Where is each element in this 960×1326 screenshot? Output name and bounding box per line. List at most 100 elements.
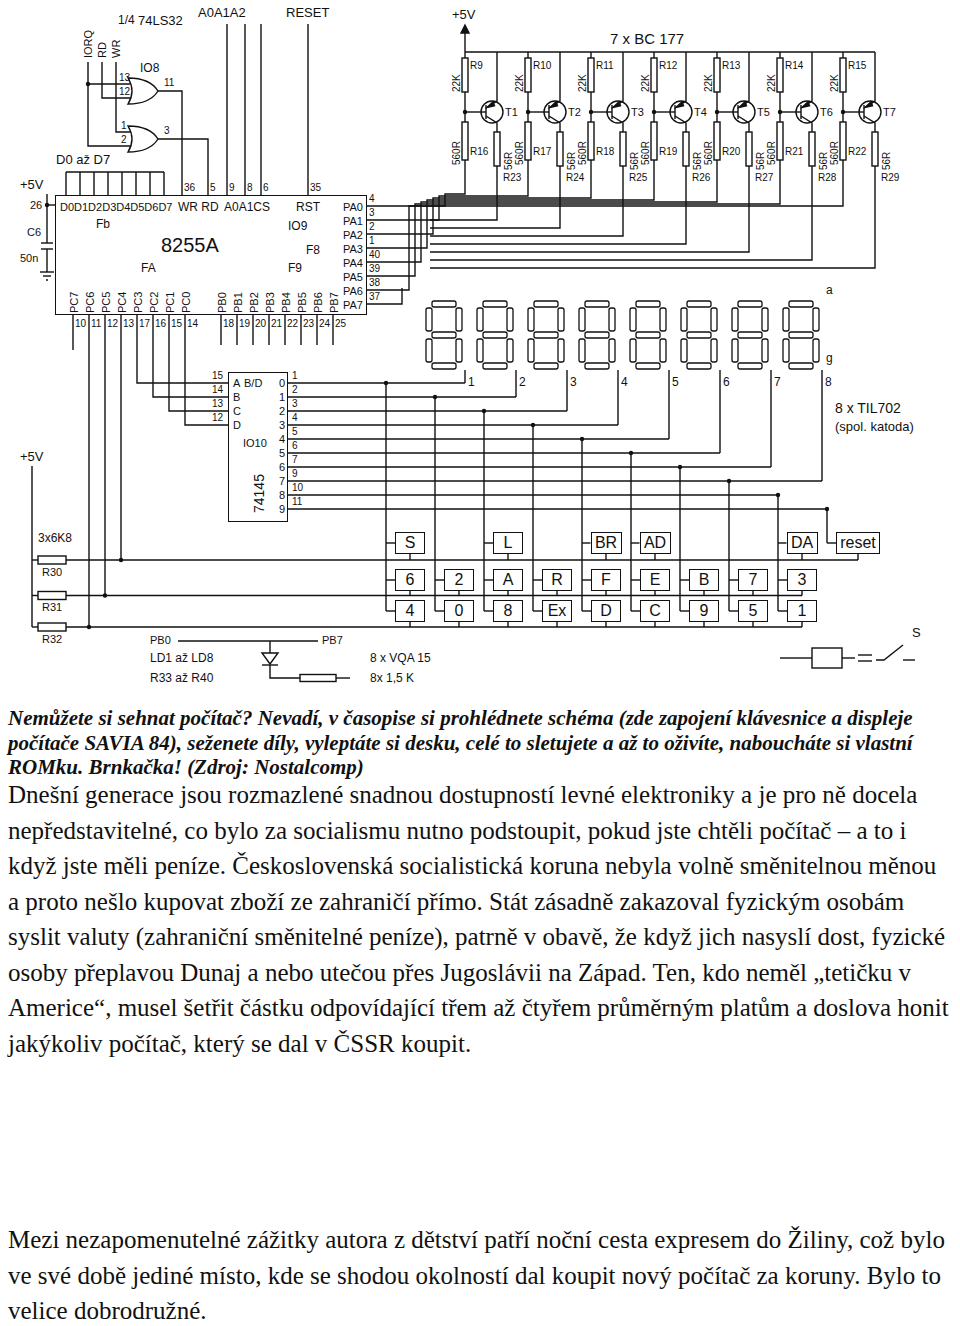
key-lead	[729, 610, 738, 611]
wire	[46, 194, 47, 243]
resistor-symbol	[872, 132, 878, 166]
pin-number: 11	[91, 318, 101, 330]
key-lead	[801, 591, 802, 596]
key-label: 5	[749, 602, 758, 620]
key-lead	[386, 579, 395, 580]
row-wire	[66, 626, 802, 627]
resistor-symbol	[462, 58, 468, 92]
pin-name: Fb	[96, 218, 110, 232]
pin-name: PA3	[343, 243, 363, 256]
display-segment	[762, 339, 768, 362]
resistor-symbol	[557, 132, 563, 166]
wire	[270, 665, 300, 678]
wire	[116, 62, 132, 132]
key-lead	[778, 579, 787, 580]
part-value: 56R	[818, 152, 829, 170]
switch-symbol	[876, 645, 903, 660]
resistor-symbol	[38, 556, 66, 564]
cathode-wire	[515, 370, 516, 397]
pin-name: 74145	[251, 474, 267, 513]
key-button: 2	[444, 569, 474, 591]
pin-name: PC2	[148, 292, 161, 313]
display-segment	[534, 332, 558, 338]
wire	[120, 315, 121, 560]
signal-name: PB7	[322, 634, 343, 647]
or-gate-symbol	[128, 126, 158, 152]
column-wire	[288, 480, 822, 481]
wire	[590, 92, 591, 122]
key-lead	[484, 542, 493, 543]
key-button: 8	[493, 600, 523, 622]
junction-dot	[86, 82, 90, 86]
wire	[316, 315, 317, 345]
key-lead	[582, 610, 591, 611]
key-button: BR	[591, 532, 622, 554]
segment-wire	[430, 166, 749, 252]
wire	[260, 24, 261, 195]
key-label: F	[601, 571, 611, 589]
pin-number: 10	[292, 482, 303, 494]
pin-name: D0D1D2D3D4D5D6D7	[60, 201, 173, 214]
display-segment	[636, 363, 660, 369]
wire	[307, 24, 308, 195]
part-name: T2	[568, 106, 581, 119]
pin-number: 6	[292, 440, 298, 452]
part-name: T4	[694, 106, 707, 119]
wire	[46, 249, 47, 272]
signal-name: WR	[110, 40, 122, 58]
key-label: 2	[455, 571, 464, 589]
wire	[527, 52, 528, 58]
pin-name: RST	[296, 201, 320, 215]
part-name: R30	[42, 566, 62, 579]
display-segment	[660, 308, 666, 331]
key-lead	[703, 591, 704, 596]
display-segment	[534, 301, 558, 307]
display-segment	[609, 308, 615, 331]
wire	[843, 111, 864, 112]
part-name: R13	[722, 60, 740, 72]
emitter-arrow	[739, 102, 747, 108]
resistor-symbol	[588, 58, 594, 92]
key-button: reset	[836, 532, 880, 554]
wire	[779, 92, 780, 122]
display-segment	[660, 339, 666, 362]
resistor-symbol	[300, 675, 336, 682]
pin-number: 5	[672, 376, 679, 390]
pin-number: 11	[164, 77, 174, 89]
column-wire	[288, 508, 827, 509]
pin-number: 17	[139, 318, 150, 330]
pin-name: 4	[279, 433, 285, 446]
display-segment	[585, 363, 609, 369]
key-label: Ex	[548, 602, 567, 620]
wire	[79, 172, 80, 195]
wire	[284, 315, 285, 345]
key-button: F	[591, 569, 621, 591]
column-wire	[434, 397, 435, 611]
supply-rail	[465, 51, 875, 52]
key-label: 3	[798, 571, 807, 589]
key-lead	[533, 610, 542, 611]
key-label: 6	[406, 571, 415, 589]
key-button: 5	[738, 600, 768, 622]
part-note: (spol. katoda)	[835, 420, 914, 435]
display-segment	[558, 339, 564, 362]
resistor-symbol	[588, 122, 594, 160]
wire	[88, 62, 132, 146]
part-name: S	[912, 626, 921, 641]
part-value: 560R	[829, 141, 840, 165]
pin-number: 37	[369, 291, 380, 303]
part-value: 560R	[640, 141, 651, 165]
switch-symbol	[903, 659, 915, 660]
column-wire	[483, 411, 484, 611]
pin-number: 3	[164, 125, 170, 137]
emitter-arrow	[550, 102, 558, 108]
key-button: 9	[689, 600, 719, 622]
wire	[169, 315, 228, 411]
junction-dot	[482, 409, 486, 413]
display-segment	[738, 363, 762, 369]
display-segment	[687, 363, 711, 369]
resistor-symbol	[714, 58, 720, 92]
key-label: DA	[791, 534, 813, 552]
part-name: R15	[848, 60, 866, 72]
